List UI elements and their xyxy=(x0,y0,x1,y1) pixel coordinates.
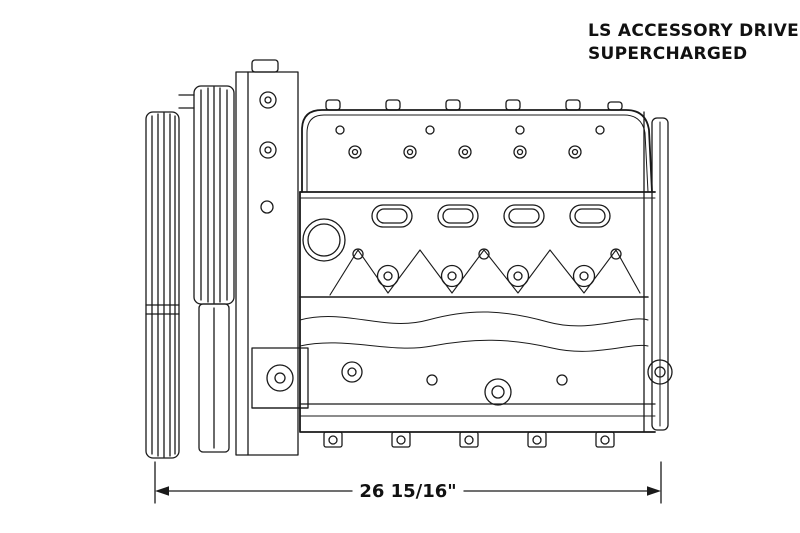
drawing-title: LS ACCESSORY DRIVE SUPERCHARGED xyxy=(588,20,799,66)
bellhousing-flange xyxy=(643,111,673,433)
dimension-label: 26 15/16" xyxy=(359,481,456,502)
oil-pan-rail xyxy=(299,403,656,448)
cylinder-head xyxy=(299,191,656,262)
engine-block xyxy=(299,191,656,433)
drawing-title-line1: LS ACCESSORY DRIVE xyxy=(588,21,799,41)
crank-pulley-belt-stack xyxy=(145,111,180,459)
accessory-bracket xyxy=(235,59,309,456)
supercharger-drive-pulley xyxy=(178,85,235,453)
drawing-title-line2: SUPERCHARGED xyxy=(588,44,748,64)
dimension-arrow-right xyxy=(647,486,661,496)
casting-truss-bosses xyxy=(329,248,641,296)
dimension-overall-width xyxy=(154,461,662,504)
dimension-arrow-left xyxy=(155,486,169,496)
valve-cover xyxy=(301,99,653,193)
